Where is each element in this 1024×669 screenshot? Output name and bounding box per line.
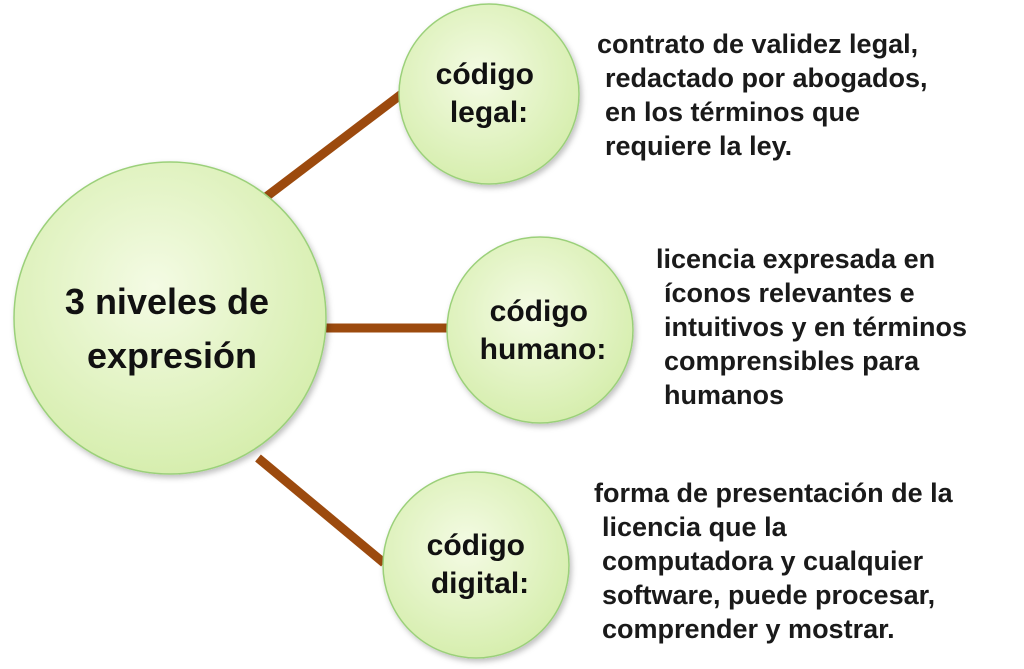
node-digital-line-1: código bbox=[427, 529, 525, 562]
svg-text:código humano:: código humano: bbox=[480, 295, 607, 366]
node-legal-line-2: legal: bbox=[450, 96, 528, 129]
svg-text:código legal:: código legal: bbox=[436, 58, 543, 129]
desc-digital-line-5: comprender y mostrar. bbox=[602, 614, 895, 644]
desc-digital-line-2: licencia que la bbox=[602, 512, 787, 542]
center-label-line-2: expresión bbox=[87, 335, 257, 376]
desc-digital-line-3: computadora y cualquier bbox=[602, 546, 924, 576]
node-humano-line-1: código bbox=[490, 295, 588, 328]
desc-legal-line-2: redactado por abogados, bbox=[605, 63, 928, 93]
desc-humano-line-3: intuitivos y en términos bbox=[664, 312, 968, 342]
desc-digital-line-1: forma de presentación de la bbox=[594, 478, 953, 508]
connector-digital bbox=[255, 454, 387, 567]
desc-humano-line-5: humanos bbox=[664, 380, 785, 410]
desc-humano-line-4: comprensibles para bbox=[664, 346, 920, 376]
desc-legal-line-4: requiere la ley. bbox=[605, 131, 793, 161]
desc-legal-line-1: contrato de validez legal, bbox=[597, 29, 919, 59]
connector-legal bbox=[259, 89, 406, 204]
desc-humano-line-2: íconos relevantes e bbox=[664, 278, 915, 308]
description-codigo-digital: forma de presentación de la licencia que… bbox=[594, 476, 953, 646]
center-label-line-1: 3 niveles de bbox=[65, 281, 269, 322]
node-codigo-digital: código digital: bbox=[382, 471, 570, 659]
desc-legal-line-3: en los términos que bbox=[605, 97, 861, 127]
node-humano-line-2: humano: bbox=[480, 333, 607, 366]
desc-digital-line-4: software, puede procesar, bbox=[602, 580, 936, 610]
node-digital-line-2: digital: bbox=[431, 567, 529, 600]
desc-humano-line-1: licencia expresada en bbox=[656, 244, 936, 274]
node-legal-line-1: código bbox=[436, 58, 534, 91]
svg-text:3 niveles de expresión: 3 niveles de expresión bbox=[65, 281, 279, 376]
description-codigo-humano: licencia expresada en íconos relevantes … bbox=[656, 242, 967, 412]
description-codigo-legal: contrato de validez legal, redactado por… bbox=[597, 27, 928, 163]
svg-text:código digital:: código digital: bbox=[427, 529, 534, 600]
node-codigo-legal: código legal: bbox=[398, 3, 580, 185]
center-node: 3 niveles de expresión bbox=[13, 161, 327, 475]
node-codigo-humano: código humano: bbox=[446, 236, 634, 424]
